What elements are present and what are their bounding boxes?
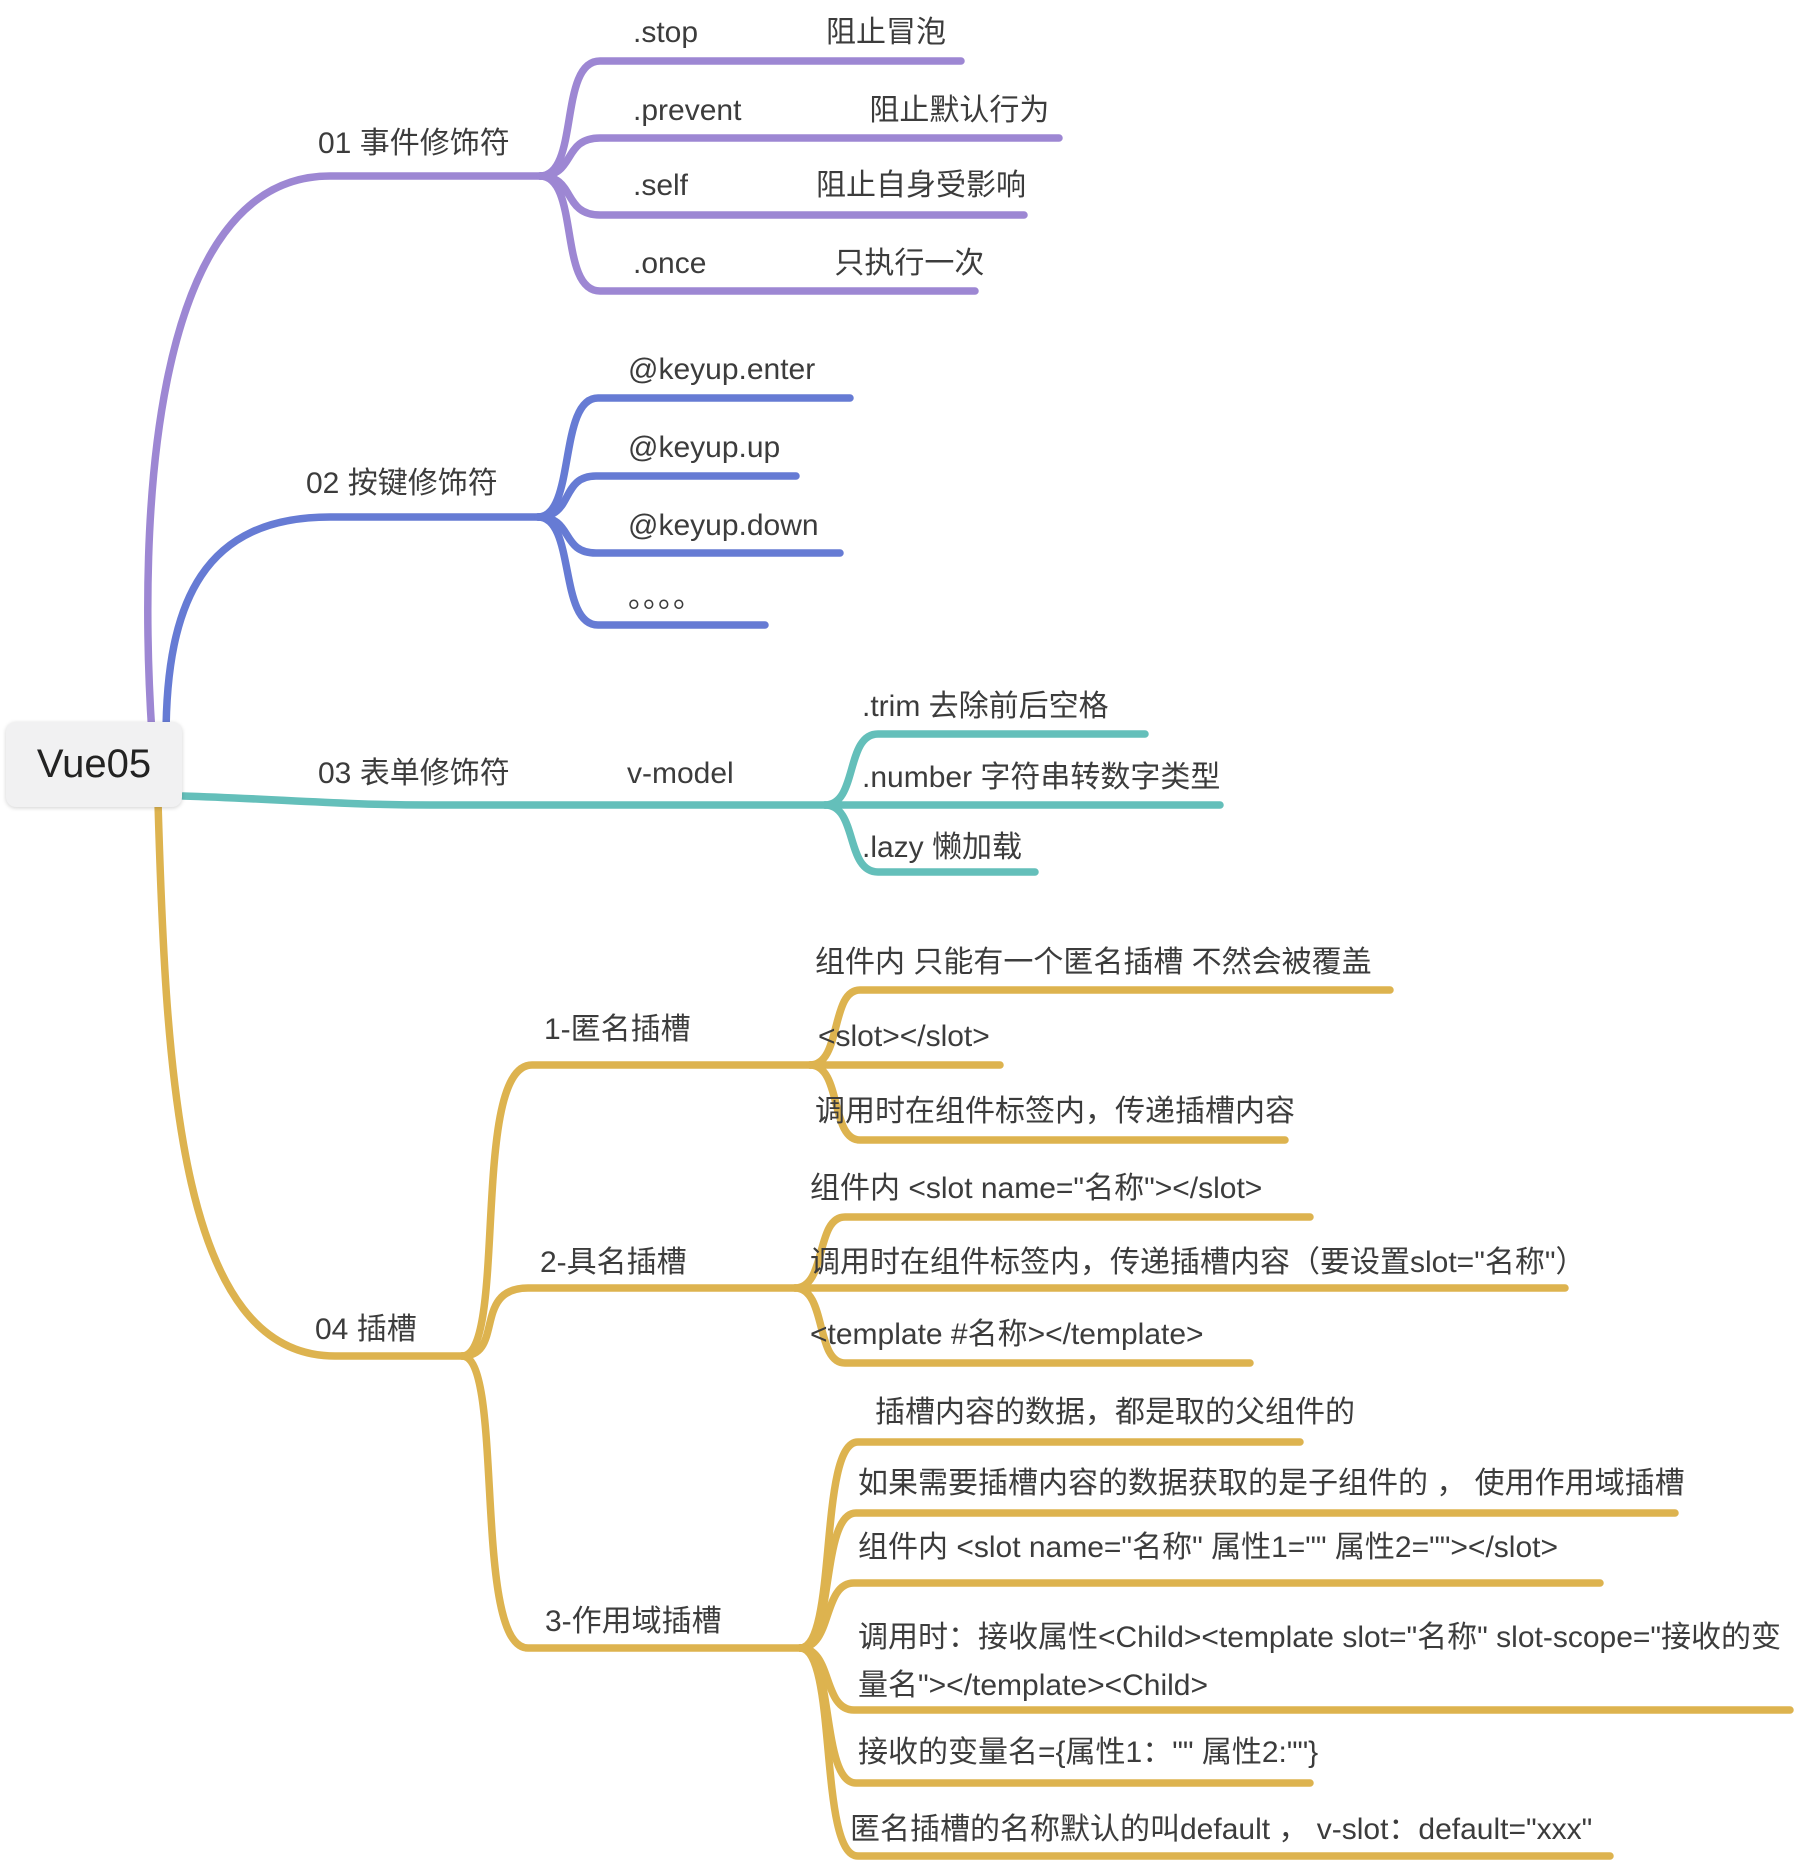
topic-scoped-parent-data[interactable]: 插槽内容的数据，都是取的父组件的 [875, 1396, 1355, 1429]
topic-once[interactable]: .once 只执行一次 [633, 246, 984, 282]
underline-anon-usage [806, 1061, 1289, 1144]
connector-root-branch1 [144, 172, 544, 739]
topic-form-modifiers[interactable]: 03 表单修饰符 [318, 757, 510, 790]
topic-once-label: .once [633, 247, 707, 280]
topic-trim[interactable]: .trim 去除前后空格 [862, 690, 1109, 723]
branch-event-modifiers-lines [144, 57, 1063, 739]
topic-key-modifiers[interactable]: 02 按键修饰符 [306, 467, 498, 500]
topic-anonymous-slot[interactable]: 1-匿名插槽 [544, 1013, 691, 1046]
topic-stop[interactable]: .stop 阻止冒泡 [633, 15, 946, 51]
topic-prevent-desc: 阻止默认行为 [869, 94, 1050, 127]
topic-scoped-received-var[interactable]: 接收的变量名={属性1："" 属性2:""} [858, 1736, 1319, 1769]
connector-scoped-slot [458, 1352, 804, 1652]
topic-anon-rule[interactable]: 组件内 只能有一个匿名插槽 不然会被覆盖 [815, 946, 1372, 979]
topic-keyup-down[interactable]: @keyup.down [628, 509, 819, 542]
connector-named-slot [458, 1284, 799, 1360]
underline-keyup-more [534, 513, 769, 629]
topic-named-tag[interactable]: 组件内 <slot name="名称"></slot> [810, 1172, 1263, 1205]
topic-v-model[interactable]: v-model [627, 757, 734, 790]
topic-event-modifiers[interactable]: 01 事件修饰符 [318, 127, 510, 160]
topic-anon-slot-tag[interactable]: <slot></slot> [818, 1020, 990, 1053]
root-topic[interactable]: Vue05 [6, 722, 182, 807]
topic-scoped-slot-tag[interactable]: 组件内 <slot name="名称" 属性1="" 属性2=""></slot… [858, 1531, 1558, 1564]
topic-named-slot[interactable]: 2-具名插槽 [540, 1246, 687, 1279]
topic-keyup-more[interactable]: 。。。。 [628, 581, 703, 614]
connector-root-branch2 [162, 513, 542, 742]
topic-stop-label: .stop [633, 16, 699, 49]
topic-self-desc: 阻止自身受影响 [816, 169, 1027, 202]
topic-keyup-enter[interactable]: @keyup.enter [628, 353, 816, 386]
underline-scoped-3 [796, 1579, 1604, 1652]
topic-self-label: .self [633, 169, 689, 202]
topic-lazy[interactable]: .lazy 懒加载 [862, 831, 1023, 864]
underline-named-template [791, 1284, 1254, 1367]
branch-slots-lines [154, 798, 1794, 1860]
topic-prevent-label: .prevent [633, 94, 742, 127]
topic-slots[interactable]: 04 插槽 [315, 1313, 417, 1346]
connector-root-branch4 [154, 798, 466, 1360]
connector-root-branch3 [179, 792, 829, 809]
topic-named-template[interactable]: <template #名称></template> [810, 1318, 1204, 1351]
connector-anonymous-slot [458, 1061, 814, 1360]
underline-once [536, 172, 979, 295]
topic-keyup-up[interactable]: @keyup.up [628, 431, 781, 464]
topic-once-desc: 只执行一次 [834, 247, 985, 280]
topic-scoped-usage[interactable]: 调用时：接收属性<Child><template slot="名称" slot-… [858, 1621, 1782, 1702]
underline-lazy [821, 801, 1039, 876]
topic-named-usage[interactable]: 调用时在组件标签内，传递插槽内容（要设置slot="名称"） [810, 1246, 1586, 1279]
branch-key-modifiers-lines [162, 394, 854, 742]
underline-scoped-6 [796, 1644, 1614, 1860]
topic-anon-usage[interactable]: 调用时在组件标签内，传递插槽内容 [815, 1095, 1295, 1128]
topic-self[interactable]: .self 阻止自身受影响 [633, 168, 1026, 204]
topic-scoped-when-child-data[interactable]: 如果需要插槽内容的数据获取的是子组件的 ， 使用作用域插槽 [858, 1467, 1685, 1500]
topic-prevent[interactable]: .prevent 阻止默认行为 [633, 93, 1049, 129]
topic-scoped-slot[interactable]: 3-作用域插槽 [545, 1605, 722, 1638]
topic-stop-desc: 阻止冒泡 [826, 16, 947, 49]
topic-scoped-default-name[interactable]: 匿名插槽的名称默认的叫default ， v-slot：default="xxx… [850, 1813, 1593, 1846]
topic-number[interactable]: .number 字符串转数字类型 [862, 761, 1221, 794]
branch-form-modifiers-lines [179, 730, 1224, 876]
